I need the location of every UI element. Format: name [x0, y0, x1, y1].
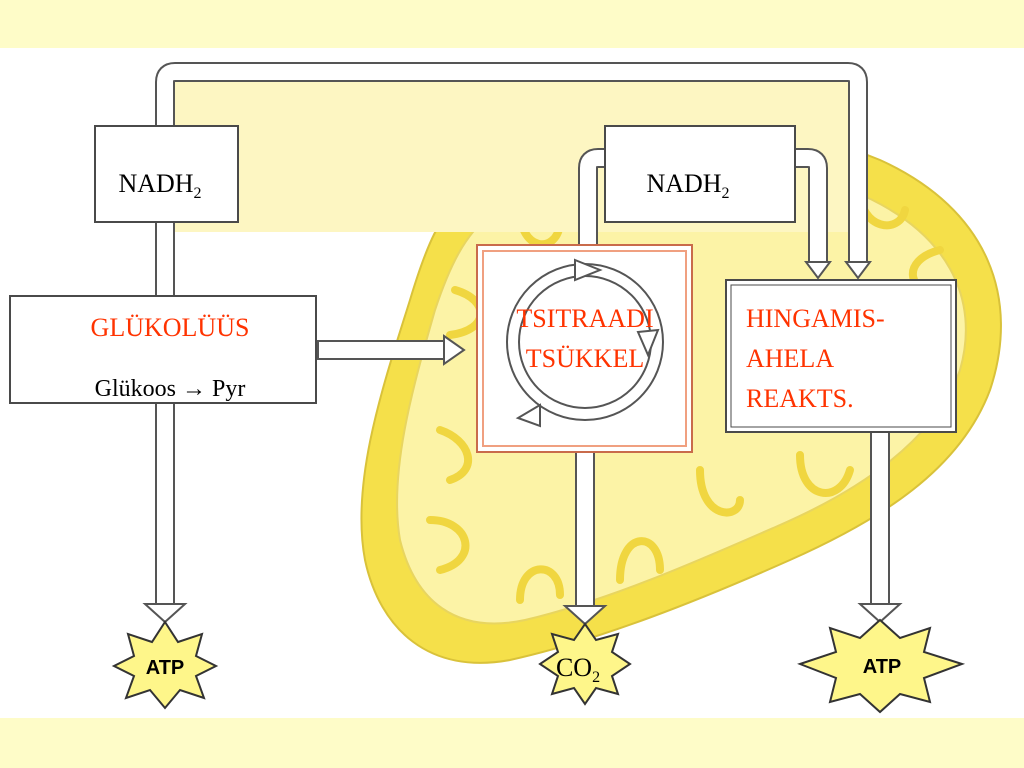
citric-cycle-box: TSITRAADI TSÜKKEL: [476, 244, 693, 453]
glycolysis-box: GLÜKOLÜÜS Glükoos → Pyr: [9, 295, 317, 404]
top-loop-connector: [155, 62, 868, 265]
glycolysis-reaction: Glükoos → Pyr: [95, 376, 246, 402]
arrowhead: [443, 334, 466, 366]
resp-chain-line1: HINGAMIS-: [746, 304, 885, 333]
respiratory-chain-box: HINGAMIS- AHELA REAKTS.: [725, 279, 957, 433]
resp-chain-line3: REAKTS.: [746, 384, 854, 413]
atp-left-label: ATP: [146, 657, 185, 679]
resp-chain-line2: AHELA: [746, 344, 834, 373]
cycle-ring-icon: [506, 258, 664, 428]
nadh-left-label: NADH2: [118, 169, 201, 202]
arrowhead: [804, 261, 832, 280]
chain-to-atp-connector: [857, 432, 903, 624]
crista: [696, 466, 744, 517]
cycle-to-nadh-connector: [578, 148, 872, 280]
crista: [616, 537, 664, 584]
crista: [796, 451, 854, 497]
citric-cycle-line1: TSITRAADI: [516, 304, 653, 333]
nadh-left-box: NADH2: [94, 125, 239, 223]
arrowhead: [857, 603, 903, 624]
co2-label: CO2: [556, 653, 600, 686]
atp-right-label: ATP: [863, 656, 902, 678]
crista: [436, 426, 473, 484]
cycle-to-co2-connector: [562, 452, 608, 626]
crista: [516, 565, 564, 604]
crista: [426, 516, 470, 574]
atp-right-burst: ATP: [797, 618, 966, 714]
arrowhead: [844, 261, 872, 280]
arrowhead: [562, 605, 608, 626]
arrowhead: [142, 603, 188, 624]
glycolysis-to-cycle-arrow: [317, 334, 466, 366]
citric-cycle-line2: TSÜKKEL: [526, 344, 644, 373]
atp-left-burst: ATP: [111, 620, 219, 710]
nadh-right-box: NADH2: [604, 125, 796, 223]
co2-burst: CO2: [538, 622, 632, 706]
glycolysis-title: GLÜKOLÜÜS: [91, 313, 250, 342]
nadh-right-label: NADH2: [646, 169, 729, 202]
